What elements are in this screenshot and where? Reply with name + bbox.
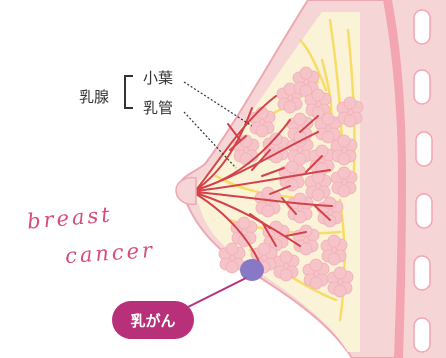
tumor [240,259,264,281]
lobule-pointer [184,82,252,126]
rib [414,10,430,44]
rib [416,194,432,228]
mammary-gland-label: 乳腺 [79,90,109,105]
rib [414,70,430,104]
nipple [176,178,196,205]
breast-cancer-tag: 乳がん [112,301,194,339]
duct-label: 乳管 [143,101,173,116]
rib [416,132,432,166]
lobule-label: 小葉 [143,71,173,86]
mammary-bracket [125,76,133,108]
rib [414,256,430,290]
rib [414,318,430,352]
tumor-pointer [186,278,246,308]
